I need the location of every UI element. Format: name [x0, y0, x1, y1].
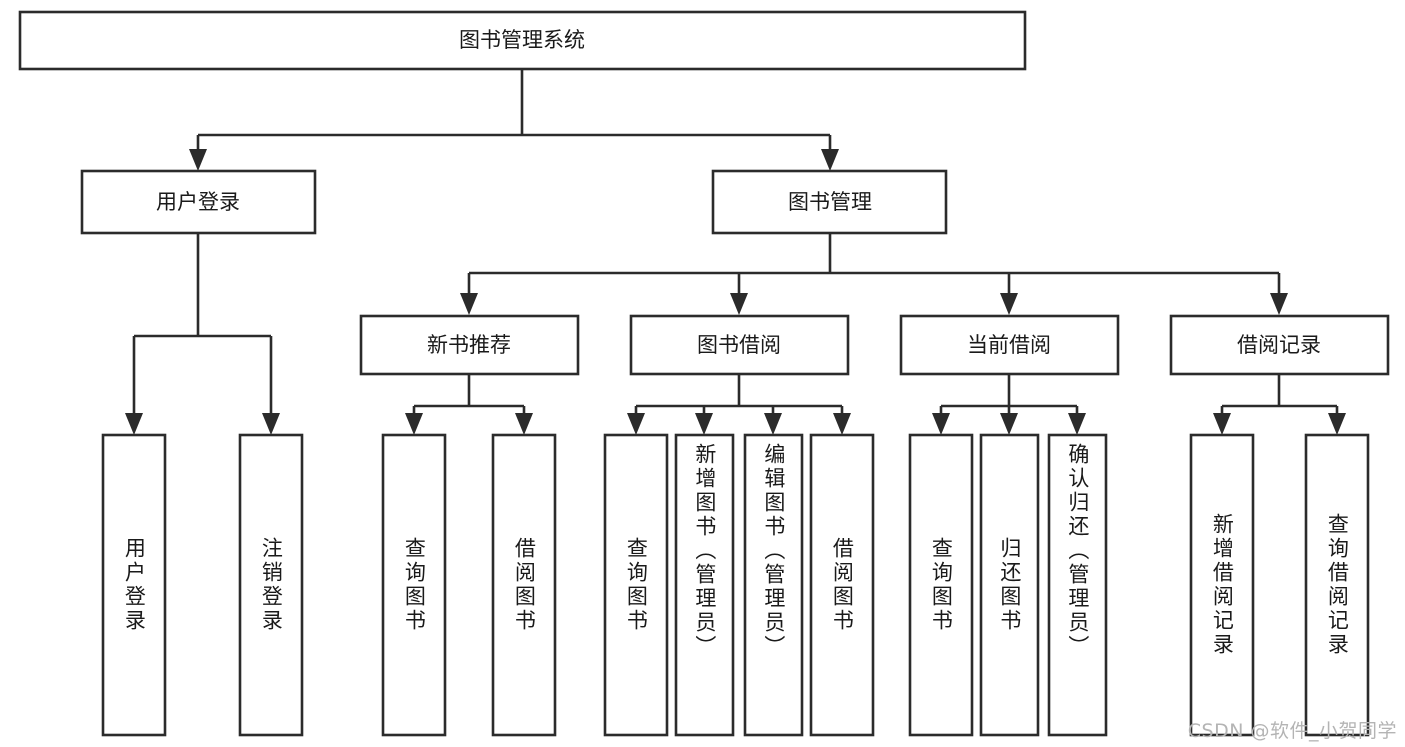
node-box-current-borrow[interactable]	[899, 314, 1120, 376]
connector-userlogin-to-leaves	[132, 233, 273, 416]
arrow-newbook-leaf-1	[405, 413, 423, 435]
arrow-bookmanage-to-record	[1270, 293, 1288, 315]
arrow-userlogin-to-leaf-2	[262, 413, 280, 435]
arrow-borrow-leaf-3	[764, 413, 782, 435]
node-box-book-manage[interactable]	[711, 169, 948, 235]
node-box-borrow-record[interactable]	[1169, 314, 1390, 376]
arrow-record-leaf-2	[1328, 413, 1346, 435]
connector-borrow-to-leaves	[634, 374, 844, 416]
connector-current-to-leaves	[939, 374, 1079, 416]
connector-record-to-leaves	[1220, 374, 1339, 416]
node-box-leaf-borrow-record-1[interactable]	[1189, 433, 1255, 737]
node-box-leaf-book-borrow-2[interactable]	[674, 433, 735, 737]
node-box-leaf-new-book-1[interactable]	[381, 433, 447, 737]
arrow-bookmanage-to-current	[1000, 293, 1018, 315]
node-box-leaf-new-book-2[interactable]	[491, 433, 557, 737]
arrow-borrow-leaf-4	[833, 413, 851, 435]
node-box-book-borrow[interactable]	[629, 314, 850, 376]
node-box-user-login[interactable]	[80, 169, 317, 235]
connector-root-to-level2	[196, 69, 832, 152]
node-box-leaf-book-borrow-4[interactable]	[809, 433, 875, 737]
node-box-leaf-user-login-1[interactable]	[101, 433, 167, 737]
node-label-root: 图书管理系统	[459, 28, 585, 52]
node-box-new-book-recommend[interactable]	[359, 314, 580, 376]
node-label-borrow-record: 借阅记录	[1237, 333, 1321, 357]
node-label-user-login: 用户登录	[156, 190, 240, 214]
node-label-book-manage: 图书管理	[788, 190, 872, 214]
arrow-current-leaf-2	[1000, 413, 1018, 435]
node-box-leaf-current-borrow-2[interactable]	[979, 433, 1040, 737]
node-box-root[interactable]	[18, 10, 1027, 71]
node-box-leaf-book-borrow-1[interactable]	[603, 433, 669, 737]
arrow-newbook-leaf-2	[515, 413, 533, 435]
node-label-current-borrow: 当前借阅	[967, 333, 1051, 357]
arrow-record-leaf-1	[1213, 413, 1231, 435]
node-box-leaf-user-login-2[interactable]	[238, 433, 304, 737]
node-box-leaf-book-borrow-3[interactable]	[743, 433, 804, 737]
arrow-current-leaf-3	[1068, 413, 1086, 435]
watermark-text: CSDN @软件_小贺同学	[1187, 720, 1397, 742]
node-box-leaf-borrow-record-2[interactable]	[1304, 433, 1370, 737]
arrow-current-leaf-1	[932, 413, 950, 435]
node-label-new-book-recommend: 新书推荐	[427, 333, 511, 357]
connector-newbook-to-leaves	[412, 374, 526, 416]
arrow-borrow-leaf-1	[627, 413, 645, 435]
node-box-leaf-current-borrow-3[interactable]	[1047, 433, 1108, 737]
arrow-userlogin-to-leaf-1	[125, 413, 143, 435]
connector-group	[125, 69, 1346, 435]
node-box-leaf-current-borrow-1[interactable]	[908, 433, 974, 737]
node-group: 图书管理系统 用户登录 图书管理 新书推荐 图书借阅 当前借阅 借阅记录	[18, 10, 1390, 737]
node-label-book-borrow: 图书借阅	[697, 333, 781, 357]
connector-bookmanage-to-level3	[467, 233, 1281, 296]
arrow-bookmanage-to-borrow	[730, 293, 748, 315]
arrow-root-to-user-login	[189, 149, 207, 171]
arrow-root-to-book-manage	[821, 149, 839, 171]
arrow-borrow-leaf-2	[695, 413, 713, 435]
arrow-bookmanage-to-new-book	[460, 293, 478, 315]
